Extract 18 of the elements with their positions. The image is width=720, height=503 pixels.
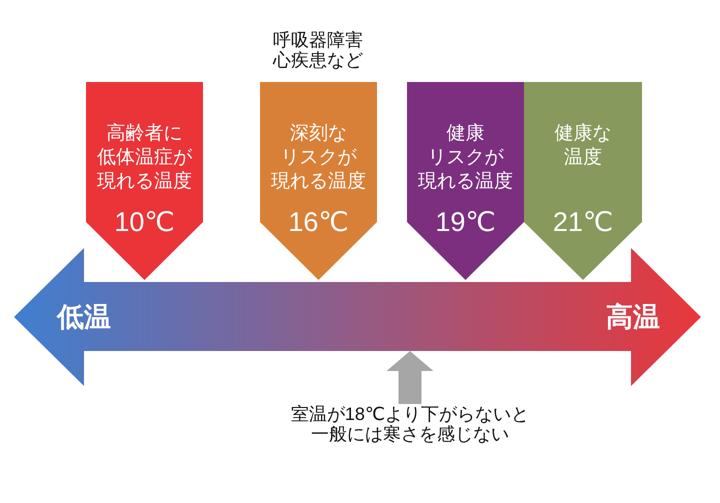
callout-text: 健康リスクが現れる温度 [417,122,514,194]
scale-end-label: 低温 [57,301,111,333]
callout-arrow [524,82,642,280]
double-arrow [14,248,701,386]
scale-end-label: 高温 [606,301,660,333]
callout-text: 健康な温度 [554,122,612,170]
temperature-value: 21℃ [552,206,614,238]
callout-arrow [86,82,203,280]
note-text: 呼吸器障害心疾患など [272,30,364,70]
note-text: 室温が18℃より下がらないと一般には寒さを感じない [284,404,536,444]
callout-arrow [407,82,524,280]
callout-text: 高齢者に低体温症が現れる温度 [96,122,194,194]
temperature-value: 19℃ [435,206,496,238]
arrow [386,351,434,404]
temperature-value: 16℃ [288,206,349,238]
temperature-value: 10℃ [114,206,175,238]
callout-arrow [260,82,377,280]
callout-text: 深刻なリスクが現れる温度 [270,122,367,194]
